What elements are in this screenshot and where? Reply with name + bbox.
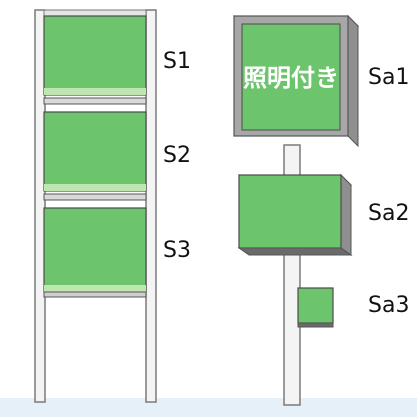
left-sign-cap — [43, 9, 147, 17]
label-s2: S2 — [163, 143, 191, 168]
left-sign-post-left — [34, 9, 46, 403]
left-panel-s1 — [43, 15, 147, 96]
label-sa1: Sa1 — [368, 65, 409, 90]
left-sign-post-right — [145, 9, 157, 403]
left-panel-s2 — [43, 111, 147, 192]
left-separator-1 — [43, 97, 147, 105]
sa1-illuminated-text: 照明付き — [243, 64, 339, 92]
left-separator-2 — [43, 193, 147, 201]
right-panel-sa3 — [297, 287, 334, 328]
label-s1: S1 — [163, 49, 191, 74]
label-sa2: Sa2 — [368, 201, 409, 226]
right-sign: 照明付き — [232, 14, 360, 406]
left-bottom-rail — [43, 291, 147, 298]
right-panel-sa2 — [237, 173, 353, 256]
ground-strip — [0, 398, 417, 417]
left-sign — [34, 9, 157, 403]
left-panel-s3 — [43, 207, 147, 293]
label-s3: S3 — [163, 238, 191, 263]
label-sa3: Sa3 — [368, 293, 409, 318]
right-panel-sa1: 照明付き — [232, 14, 360, 148]
